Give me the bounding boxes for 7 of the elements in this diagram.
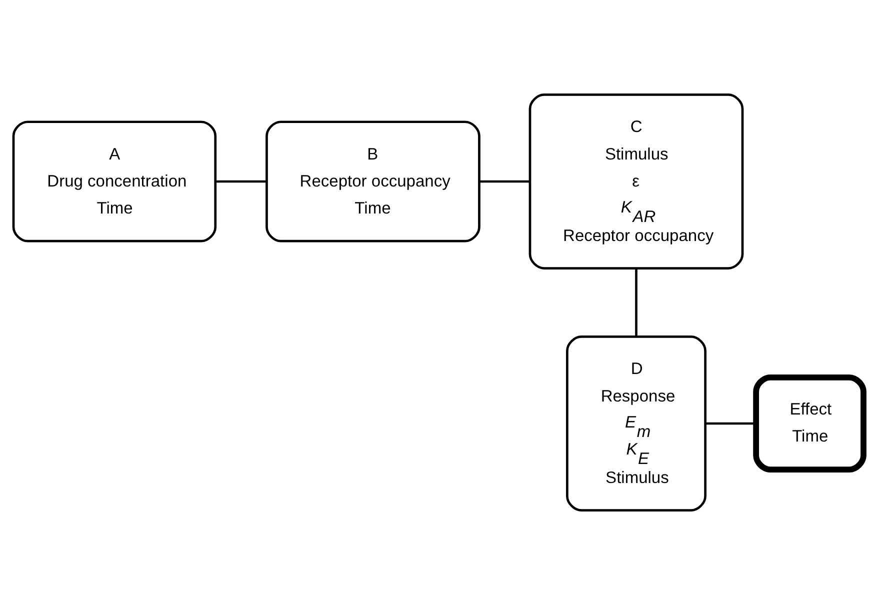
connector <box>635 268 638 336</box>
connector <box>215 180 266 182</box>
connector <box>705 422 756 424</box>
node-box: A Drug concentration Time <box>12 120 217 242</box>
node-box: B Receptor occupancy Time <box>266 120 480 242</box>
connector <box>479 180 530 182</box>
node-box: Effect Time <box>753 374 866 472</box>
